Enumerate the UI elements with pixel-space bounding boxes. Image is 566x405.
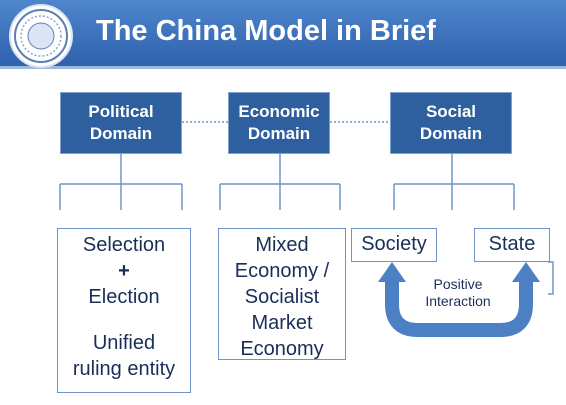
state-box: State <box>474 228 550 262</box>
economic-economy-2: Economy <box>240 338 324 360</box>
economic-economy: Economy / <box>234 260 330 282</box>
political-selection: Selection <box>82 234 166 256</box>
banner-divider <box>0 66 566 69</box>
positive-interaction-label: Positive Interaction <box>410 276 506 310</box>
economic-detail-box: Mixed Economy / Socialist Market Economy <box>218 228 346 360</box>
society-box: Society <box>351 228 437 262</box>
social-domain-line2: Domain <box>419 124 483 143</box>
economic-domain-box: Economic Domain <box>228 92 330 154</box>
university-seal-icon <box>9 4 73 68</box>
economic-mixed: Mixed <box>255 234 309 256</box>
society-label: Society <box>361 233 427 255</box>
positive-label: Positive <box>433 276 483 292</box>
political-domain-box: Political Domain <box>60 92 182 154</box>
political-ruling-entity: ruling entity <box>72 358 176 380</box>
title-banner <box>0 0 566 66</box>
political-plus: + <box>118 260 130 282</box>
social-domain-box: Social Domain <box>390 92 512 154</box>
interaction-label: Interaction <box>425 293 491 309</box>
political-detail-box: Selection + Election Unified ruling enti… <box>57 228 191 393</box>
economic-domain-line2: Domain <box>247 124 311 143</box>
state-label: State <box>488 233 536 255</box>
economic-socialist: Socialist <box>244 286 320 308</box>
political-election: Election <box>88 286 160 308</box>
economic-market: Market <box>251 312 313 334</box>
interaction-arrow-icon <box>385 280 533 337</box>
political-domain-line1: Political <box>88 102 154 121</box>
social-domain-line1: Social <box>425 102 477 121</box>
political-unified: Unified <box>92 332 156 354</box>
economic-domain-line1: Economic <box>238 102 320 121</box>
political-domain-line2: Domain <box>89 124 153 143</box>
page-title: The China Model in Brief <box>96 15 436 47</box>
